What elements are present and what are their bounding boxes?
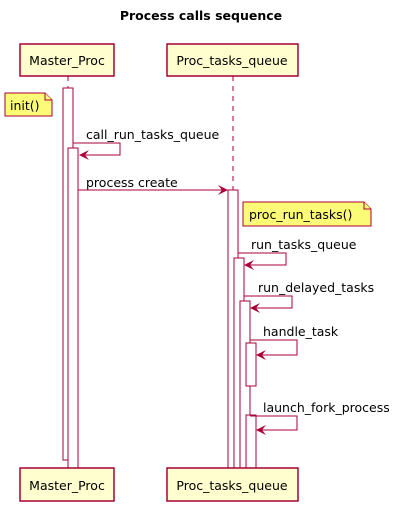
queue-activation-4 xyxy=(245,342,257,387)
participant-queue-top: Proc_tasks_queue xyxy=(166,43,299,77)
note-init: init() xyxy=(4,92,53,117)
participant-queue-bottom: Proc_tasks_queue xyxy=(166,467,299,502)
participant-master-top: Master_Proc xyxy=(19,43,115,77)
participant-master-label: Master_Proc xyxy=(29,53,105,68)
message-label-run-delayed-tasks: run_delayed_tasks xyxy=(258,280,374,295)
message-label-run-tasks-queue: run_tasks_queue xyxy=(251,237,357,252)
message-label-handle-task: handle_task xyxy=(263,324,339,339)
message-arrow-call-run-tasks-queue xyxy=(73,142,121,160)
master-activation-inner xyxy=(67,147,79,469)
queue-activation-5 xyxy=(245,414,257,469)
message-label-call-run-tasks-queue: call_run_tasks_queue xyxy=(86,127,220,142)
message-arrow-handle-task xyxy=(250,339,298,360)
message-arrow-run-delayed-tasks xyxy=(244,295,293,313)
note-proc-run-tasks: proc_run_tasks() xyxy=(242,201,372,227)
message-arrow-launch-fork-process xyxy=(250,415,298,435)
note-init-text: init() xyxy=(10,98,40,113)
participant-queue-label: Proc_tasks_queue xyxy=(176,53,287,68)
message-label-process-create: process create xyxy=(86,175,178,190)
diagram-title: Process calls sequence xyxy=(120,8,282,23)
message-arrow-run-tasks-queue xyxy=(238,252,287,270)
participant-master-bottom-label: Master_Proc xyxy=(29,478,105,493)
message-label-launch-fork-process: launch_fork_process xyxy=(263,400,390,415)
note-proc-run-tasks-text: proc_run_tasks() xyxy=(249,207,352,222)
participant-master-bottom: Master_Proc xyxy=(19,467,115,502)
participant-queue-bottom-label: Proc_tasks_queue xyxy=(176,478,287,493)
